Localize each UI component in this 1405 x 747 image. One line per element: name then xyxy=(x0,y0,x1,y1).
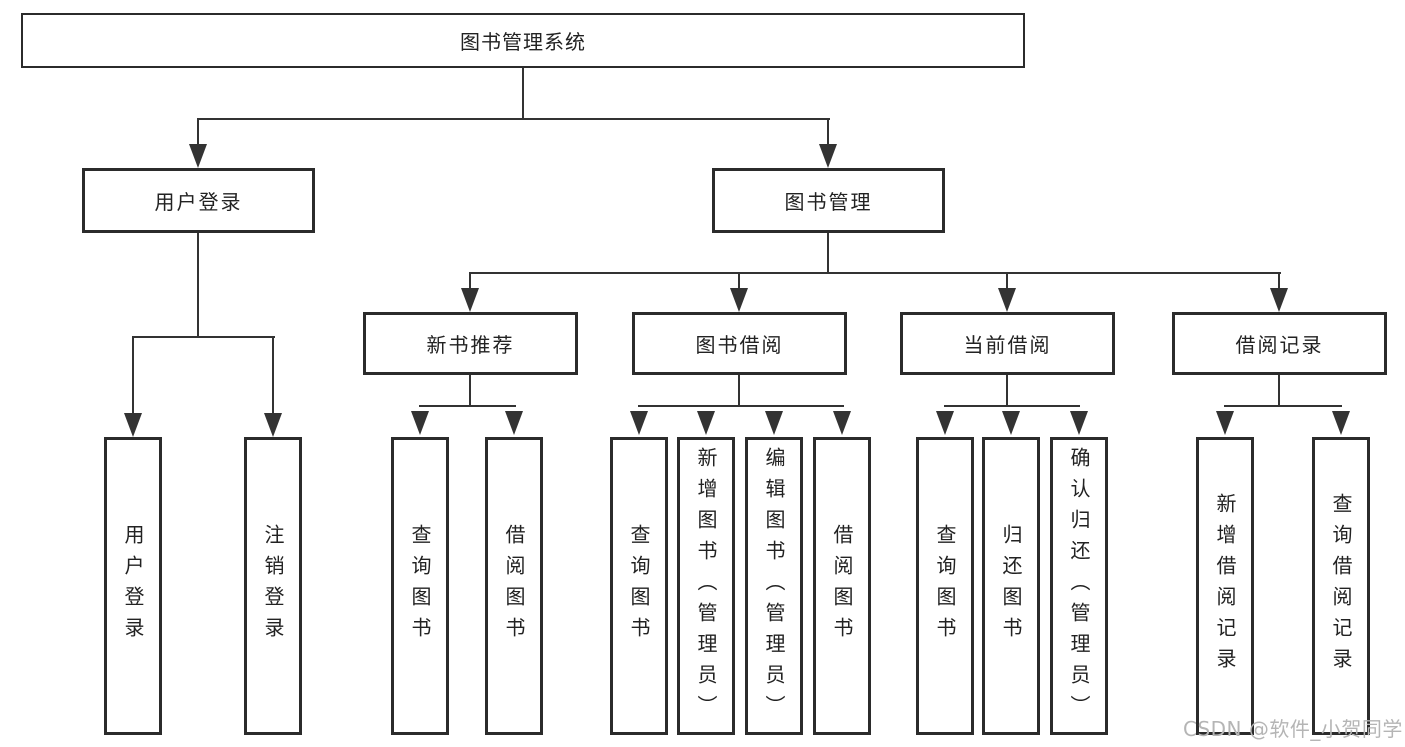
arrow-down-icon xyxy=(833,411,851,435)
connector-vline xyxy=(1006,274,1008,292)
node-current-borrow: 当前借阅 xyxy=(900,312,1115,375)
leaf-label: 注销登录 xyxy=(261,524,285,648)
arrow-down-icon xyxy=(765,411,783,435)
arrow-down-icon xyxy=(264,413,282,437)
leaf-label: 查询图书 xyxy=(408,524,432,648)
leaf-add-books-admin: 新增图书（管理员） xyxy=(677,437,735,735)
connector-hline xyxy=(944,405,1080,407)
connector-vline xyxy=(132,338,134,415)
connector-hline xyxy=(197,118,830,120)
arrow-down-icon xyxy=(730,288,748,312)
leaf-label: 查询图书 xyxy=(627,524,651,648)
connector-hline xyxy=(132,336,275,338)
node-user-login-branch: 用户登录 xyxy=(82,168,315,233)
connector-hline xyxy=(1224,405,1342,407)
arrow-down-icon xyxy=(819,144,837,168)
leaf-query-borrow-record: 查询借阅记录 xyxy=(1312,437,1370,735)
leaf-add-borrow-record: 新增借阅记录 xyxy=(1196,437,1254,735)
arrow-down-icon xyxy=(697,411,715,435)
leaf-query-books-current: 查询图书 xyxy=(916,437,974,735)
leaf-query-books-recommend: 查询图书 xyxy=(391,437,449,735)
connector-vline xyxy=(1006,375,1008,407)
connector-vline xyxy=(738,375,740,407)
leaf-label: 用户登录 xyxy=(121,524,145,648)
node-new-book-recommend: 新书推荐 xyxy=(363,312,578,375)
leaf-label: 查询借阅记录 xyxy=(1329,493,1353,679)
connector-hline xyxy=(419,405,516,407)
arrow-down-icon xyxy=(124,413,142,437)
arrow-down-icon xyxy=(630,411,648,435)
connector-vline xyxy=(197,233,199,338)
leaf-user-login: 用户登录 xyxy=(104,437,162,735)
leaf-label: 查询图书 xyxy=(933,524,957,648)
node-book-borrow: 图书借阅 xyxy=(632,312,847,375)
connector-vline xyxy=(522,68,524,120)
connector-vline xyxy=(1278,375,1280,407)
leaf-query-books-borrow: 查询图书 xyxy=(610,437,668,735)
leaf-return-books: 归还图书 xyxy=(982,437,1040,735)
arrow-down-icon xyxy=(998,288,1016,312)
arrow-down-icon xyxy=(936,411,954,435)
leaf-logout: 注销登录 xyxy=(244,437,302,735)
arrow-down-icon xyxy=(189,144,207,168)
leaf-label: 确认归还（管理员） xyxy=(1067,446,1091,726)
node-label: 借阅记录 xyxy=(1235,333,1324,357)
leaf-edit-books-admin: 编辑图书（管理员） xyxy=(745,437,803,735)
connector-vline xyxy=(738,274,740,292)
connector-hline xyxy=(469,272,1281,274)
connector-vline xyxy=(1278,274,1280,292)
leaf-label: 归还图书 xyxy=(999,524,1023,648)
arrow-down-icon xyxy=(1002,411,1020,435)
leaf-borrow-books-recommend: 借阅图书 xyxy=(485,437,543,735)
connector-hline xyxy=(638,405,844,407)
arrow-down-icon xyxy=(1332,411,1350,435)
arrow-down-icon xyxy=(1270,288,1288,312)
connector-vline xyxy=(827,120,829,148)
leaf-confirm-return-admin: 确认归还（管理员） xyxy=(1050,437,1108,735)
node-label: 图书管理系统 xyxy=(460,30,586,54)
connector-vline xyxy=(197,120,199,148)
leaf-label: 借阅图书 xyxy=(830,524,854,648)
arrow-down-icon xyxy=(1070,411,1088,435)
arrow-down-icon xyxy=(411,411,429,435)
arrow-down-icon xyxy=(1216,411,1234,435)
node-label: 图书管理 xyxy=(784,190,873,214)
arrow-down-icon xyxy=(505,411,523,435)
node-label: 图书借阅 xyxy=(695,333,784,357)
leaf-borrow-books: 借阅图书 xyxy=(813,437,871,735)
connector-vline xyxy=(272,338,274,415)
leaf-label: 新增图书（管理员） xyxy=(694,446,718,726)
watermark-text: CSDN @软件_小贺同学 xyxy=(1183,717,1403,741)
leaf-label: 借阅图书 xyxy=(502,524,526,648)
node-library-system: 图书管理系统 xyxy=(21,13,1025,68)
node-label: 当前借阅 xyxy=(963,333,1052,357)
connector-vline xyxy=(827,233,829,274)
node-borrow-records: 借阅记录 xyxy=(1172,312,1387,375)
leaf-label: 新增借阅记录 xyxy=(1213,493,1237,679)
leaf-label: 编辑图书（管理员） xyxy=(762,446,786,726)
connector-vline xyxy=(469,274,471,292)
node-book-management: 图书管理 xyxy=(712,168,945,233)
node-label: 新书推荐 xyxy=(426,333,515,357)
connector-vline xyxy=(469,375,471,407)
node-label: 用户登录 xyxy=(154,190,243,214)
arrow-down-icon xyxy=(461,288,479,312)
